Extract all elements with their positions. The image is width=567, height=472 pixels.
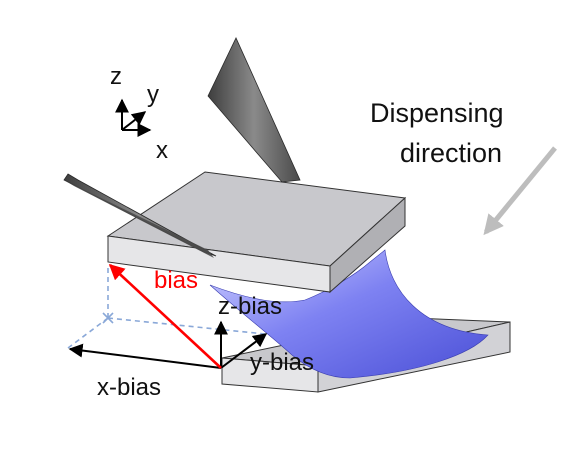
projection-point bbox=[102, 312, 114, 324]
y-bias-arrow bbox=[220, 333, 268, 369]
axis-y-label: y bbox=[147, 81, 159, 108]
dispensing-arrow bbox=[483, 146, 557, 236]
axes-indicator: z y x bbox=[110, 63, 168, 164]
bias-label: bias bbox=[154, 267, 198, 294]
axis-x-label: x bbox=[156, 137, 168, 164]
dispensing-direction: Dispensing direction bbox=[370, 98, 557, 236]
bias-vector-arrow bbox=[108, 263, 222, 369]
y-bias-label: y-bias bbox=[250, 349, 314, 376]
x-bias-label: x-bias bbox=[97, 374, 161, 401]
needle-upper bbox=[207, 37, 301, 183]
fluid-meniscus bbox=[209, 249, 489, 379]
axis-y-arrow bbox=[121, 111, 147, 131]
dispensing-label-line1: Dispensing bbox=[370, 98, 504, 128]
needles bbox=[63, 37, 301, 258]
dispensing-label-line2: direction bbox=[400, 138, 502, 168]
bias-components bbox=[68, 263, 268, 369]
x-bias-arrow bbox=[68, 343, 222, 369]
z-bias-label: z-bias bbox=[218, 293, 282, 320]
axis-z-label: z bbox=[110, 63, 122, 90]
top-plate bbox=[106, 171, 407, 294]
